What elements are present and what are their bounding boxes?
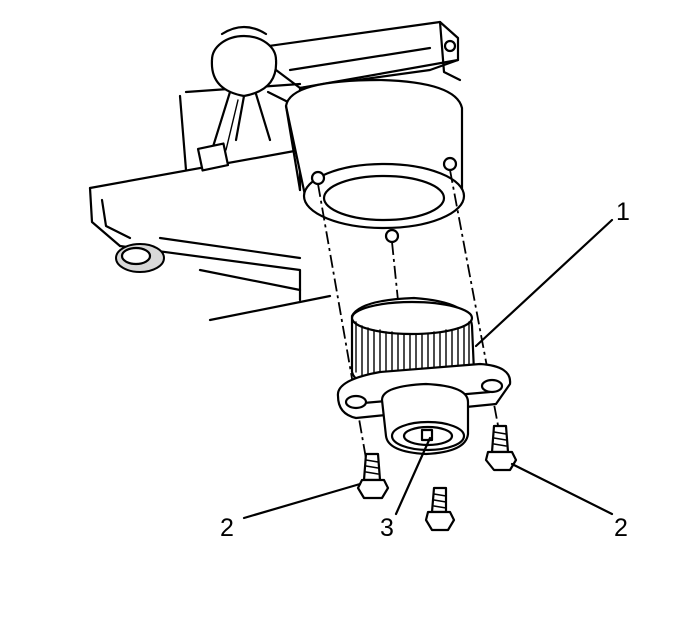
callout-3: 3	[380, 514, 394, 542]
callout-2-left: 2	[220, 514, 234, 542]
callout-1: 1	[616, 198, 630, 226]
leader-line-2-right	[510, 462, 614, 516]
leader-line-3	[394, 436, 432, 516]
leader-line-1	[474, 218, 614, 348]
leader-line-2-left	[242, 482, 362, 520]
leader-lines	[242, 218, 614, 520]
screw-center	[424, 486, 456, 532]
blower-housing-opening	[284, 78, 466, 244]
actuator-with-harness	[196, 25, 302, 172]
screw-right	[484, 424, 518, 472]
callout-2-right: 2	[614, 514, 628, 542]
blower-motor-assembly	[336, 296, 512, 456]
screw-left	[356, 452, 390, 500]
